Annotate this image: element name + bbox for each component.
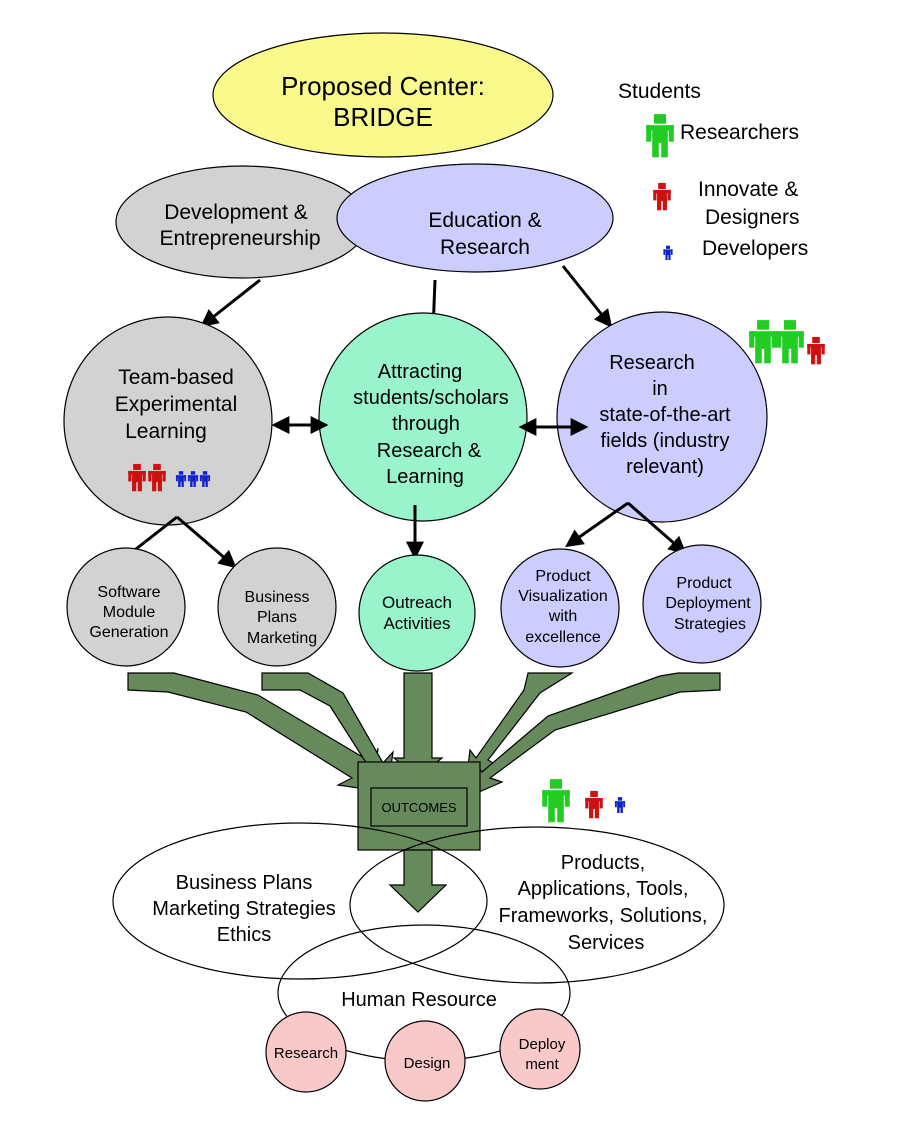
legend-designers-label-2: Designers	[705, 206, 800, 229]
product-visualization-circle	[500, 548, 620, 668]
legend-researcher-icon	[646, 114, 674, 158]
development-label-2: Entrepreneurship	[159, 227, 320, 250]
visual-label-4: excellence	[525, 629, 601, 646]
research-label-2: in	[652, 378, 668, 400]
team-label-1: Team-based	[118, 366, 234, 389]
group-researcher-icon	[749, 320, 777, 364]
venn-right-label-3: Frameworks, Solutions,	[499, 905, 708, 927]
outcomes-researcher-icon	[542, 779, 570, 823]
arrow-research-to-visual	[565, 501, 629, 548]
arrow-dev-to-team	[200, 278, 261, 328]
visual-label-2: Visualization	[518, 588, 608, 605]
pink-research-circle	[265, 1011, 347, 1093]
team-designer-icon	[128, 463, 146, 492]
legend-developers-label: Developers	[702, 237, 808, 260]
legend-designer-icon	[653, 182, 671, 211]
attract-label-5: Learning	[386, 466, 464, 488]
attract-label-2: students/scholars	[353, 387, 509, 409]
software-label-3: Generation	[89, 624, 168, 641]
education-label-1: Education &	[428, 209, 541, 232]
outcomes-designer-icon	[585, 790, 603, 819]
venn-left-label-2: Marketing Strategies	[152, 898, 335, 920]
venn-right-label-4: Services	[568, 932, 645, 954]
team-designer-icon	[148, 463, 166, 492]
group-designer-icon	[807, 336, 825, 365]
business-label-2: Plans	[257, 609, 297, 626]
arrow-research-to-deploy	[627, 501, 687, 555]
software-module-circle	[66, 547, 186, 667]
team-developer-icon	[199, 471, 211, 488]
venn-left-label-3: Ethics	[217, 924, 271, 946]
center-title-ellipse	[212, 32, 554, 158]
visual-label-1: Product	[535, 568, 591, 585]
arrow-team-to-business	[176, 515, 237, 569]
pink-design-circle	[384, 1020, 466, 1102]
outcomes-label-box	[370, 787, 468, 827]
team-developer-icon	[187, 471, 199, 488]
pink-design-label: Design	[404, 1055, 451, 1072]
center-title-line2: BRIDGE	[333, 102, 433, 132]
arrow-edu-to-research	[561, 265, 613, 328]
legend-developer-icon	[663, 245, 673, 261]
attract-label-4: Research &	[377, 440, 482, 462]
flow-arrow-far-right	[471, 672, 721, 796]
legend-researchers-label: Researchers	[680, 121, 799, 144]
development-label-1: Development &	[164, 201, 308, 224]
venn-bottom-label: Human Resource	[341, 989, 497, 1011]
team-label-2: Experimental	[115, 393, 238, 416]
attract-label-3: through	[392, 413, 460, 435]
outcome-flow-arrows	[127, 672, 721, 796]
center-title-line1: Proposed Center:	[281, 71, 485, 101]
software-label-2: Module	[103, 604, 156, 621]
legend-designers-label-1: Innovate &	[698, 178, 798, 201]
education-label-2: Research	[440, 236, 530, 259]
business-plans-circle	[217, 547, 337, 667]
product-deployment-circle	[642, 544, 762, 664]
research-label-1: Research	[609, 352, 695, 374]
deploy-label-1: Product	[676, 575, 732, 592]
pink-research-label: Research	[274, 1045, 338, 1062]
outreach-label-1: Outreach	[382, 593, 452, 612]
team-developer-icon	[175, 471, 187, 488]
attract-label-1: Attracting	[378, 361, 462, 383]
legend-title: Students	[618, 80, 701, 103]
venn-right-ellipse	[349, 826, 725, 984]
flow-arrow-far-left	[127, 672, 379, 791]
venn-right-label-2: Applications, Tools,	[518, 878, 689, 900]
venn-left-ellipse	[112, 822, 488, 980]
team-label-3: Learning	[125, 420, 207, 443]
outreach-label-2: Activities	[383, 614, 450, 633]
group-researcher-icon	[776, 320, 804, 364]
outcomes-label: OUTCOMES	[381, 800, 456, 815]
research-label-4: fields (industry	[601, 430, 730, 452]
outreach-circle	[358, 554, 476, 672]
venn-right-label-1: Products,	[561, 852, 645, 874]
business-label-3: Marketing	[247, 630, 317, 647]
research-fields-circle	[556, 311, 768, 523]
software-label-1: Software	[97, 584, 160, 601]
research-label-3: state-of-the-art	[599, 404, 731, 426]
outcomes-developer-icon	[614, 797, 626, 814]
pink-deploy-label-2: ment	[525, 1056, 559, 1073]
deploy-label-2: Deployment	[665, 595, 751, 612]
venn-left-label-1: Business Plans	[176, 872, 313, 894]
outcomes-down-arrow	[388, 849, 448, 913]
pink-deploy-label-1: Deploy	[519, 1036, 566, 1053]
deploy-label-3: Strategies	[674, 616, 746, 633]
business-label-1: Business	[245, 589, 310, 606]
pink-deploy-circle	[499, 1008, 581, 1090]
education-ellipse	[336, 163, 614, 273]
visual-label-3: with	[548, 608, 577, 625]
research-label-5: relevant)	[626, 456, 704, 478]
